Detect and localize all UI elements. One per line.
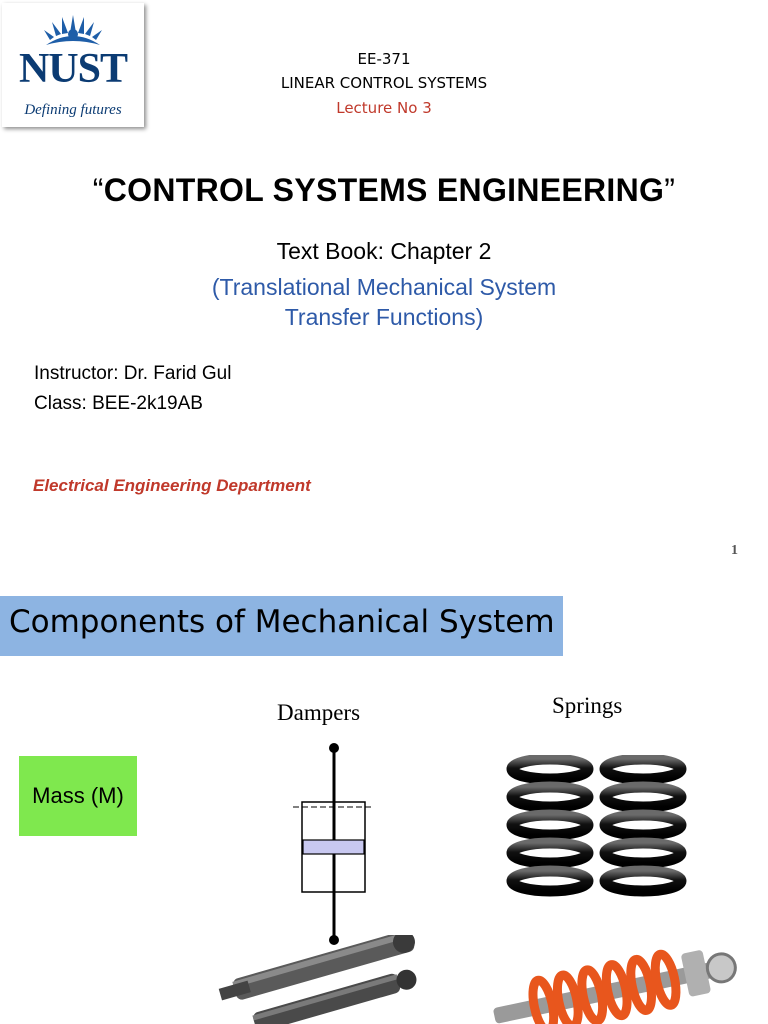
logo-tagline: Defining futures	[24, 102, 122, 118]
close-quote: ”	[664, 172, 676, 208]
slide-title-text: CONTROL SYSTEMS ENGINEERING	[103, 172, 665, 208]
dampers-label: Dampers	[277, 700, 361, 725]
open-quote: “	[92, 172, 104, 208]
slide-title-bar: Components of Mechanical System	[0, 596, 563, 656]
lotus-emblem-icon	[44, 15, 102, 45]
slide-subtitle: (Translational Mechanical System Transfe…	[0, 272, 768, 332]
components-slide: Components of Mechanical System Mass (M)…	[0, 580, 768, 1024]
nust-logo: NUST Defining futures	[2, 3, 144, 127]
subtitle-line-2: Transfer Functions)	[284, 304, 484, 330]
mass-label: Mass (M)	[32, 783, 124, 808]
class-name: Class: BEE-2k19AB	[34, 393, 203, 414]
coil-springs-icon	[506, 755, 687, 897]
springs-label: Springs	[552, 693, 623, 718]
instructor-name: Instructor: Dr. Farid Gul	[34, 363, 232, 384]
textbook-reference: Text Book: Chapter 2	[276, 238, 492, 264]
course-code: EE-371	[357, 50, 411, 68]
logo-wordmark: NUST	[18, 46, 128, 92]
lecture-number: Lecture No 3	[336, 99, 432, 117]
subtitle-line-1: (Translational Mechanical System	[211, 274, 557, 300]
title-slide: NUST Defining futures EE-371 LINEAR CONT…	[0, 3, 768, 558]
mass-box: Mass (M)	[19, 756, 137, 836]
shock-absorbers-icon	[218, 935, 417, 1024]
damper-schematic-icon	[293, 743, 372, 945]
slide-title: “CONTROL SYSTEMS ENGINEERING”	[0, 172, 768, 209]
course-name: LINEAR CONTROL SYSTEMS	[280, 74, 488, 92]
department-name: Electrical Engineering Department	[33, 476, 311, 495]
slide-title: Components of Mechanical System	[9, 604, 555, 640]
page-number: 1	[731, 543, 738, 558]
coilover-shock-icon	[493, 949, 737, 1024]
